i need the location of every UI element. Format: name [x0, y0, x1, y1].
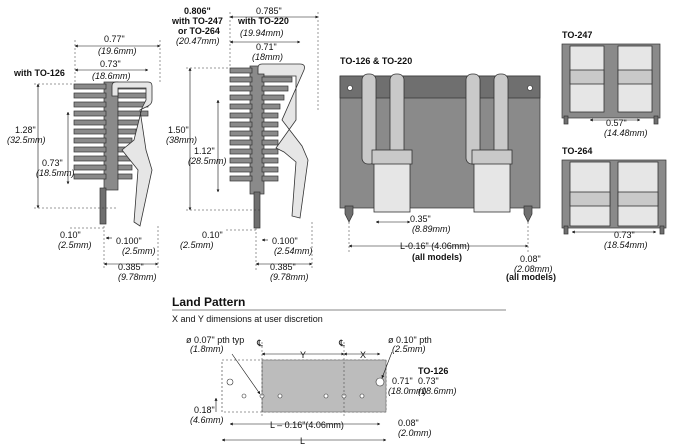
dim-v1-fin: 0.73" [100, 59, 121, 69]
dim-v5-w: 0.73" [614, 230, 635, 240]
lp-018: 0.18" [194, 405, 215, 415]
dim-v3-clip: 0.35" [410, 214, 431, 224]
dim-v4-w-mm: (14.48mm) [604, 128, 648, 138]
v3-all-models-2: (all models) [506, 272, 556, 282]
lp-X: X [360, 350, 366, 360]
dim-v3-pin-mm: (2.08mm) [514, 264, 553, 274]
dim-v2-fin-mm: (18mm) [252, 52, 283, 62]
dim-v2-w2-mm: (19.94mm) [240, 28, 284, 38]
view5-title: TO-264 [562, 146, 592, 156]
dim-v1-width: 0.77" [104, 34, 125, 44]
view3-title: TO-126 & TO-220 [340, 56, 412, 66]
dim-v1-fin-mm: (18.6mm) [92, 71, 131, 81]
dim-v2-w2: 0.785" [256, 6, 282, 16]
lp-hole1: ø 0.07" pth typ [186, 335, 244, 345]
lp-pin-hole-right [375, 377, 385, 387]
dim-v1-depth: 0.385" [118, 262, 144, 272]
dim-v1-height: 1.28" [15, 125, 36, 135]
dim-v2-depth: 0.385" [270, 262, 296, 272]
dim-v1-pin: 0.10" [60, 230, 81, 240]
dim-v2-pin: 0.10" [202, 230, 223, 240]
spring-clip-1 [111, 81, 153, 227]
spring-clip-2 [257, 63, 309, 219]
dim-v1-pin-spacing: 0.100" [116, 236, 142, 246]
dim-v3-pin: 0.08" [520, 254, 541, 264]
dim-v2-pin-spacing: 0.100" [272, 236, 298, 246]
lp-to126: TO-126 [418, 366, 448, 376]
heatsink-spine-1 [103, 81, 119, 191]
dim-v2-fin: 0.71" [256, 42, 277, 52]
dim-v2-pin-mm: (2.5mm) [180, 240, 214, 250]
dim-v2-height-mm: (38mm) [166, 135, 197, 145]
dim-v2-depth-mm: (9.78mm) [270, 272, 309, 282]
view4-title: TO-247 [562, 30, 592, 40]
lp-018-mm: (4.6mm) [190, 415, 224, 425]
front-clip-1 [361, 73, 413, 213]
lp-shaded [261, 359, 387, 413]
dim-v2-body-mm: (28.5mm) [188, 156, 227, 166]
lp-to126-v: 0.73" [418, 376, 439, 386]
front-pin-right [523, 205, 533, 223]
view-to264: TO-264 0.73" (18.54mm) [561, 146, 667, 250]
lp-centerline-2: ℄ [338, 338, 345, 348]
dim-v1-body: 0.73" [42, 158, 63, 168]
lp-to126-mm: (18.6mm) [418, 386, 457, 396]
view-side-to126: with TO-126 [7, 34, 161, 282]
dim-v1-height-mm: (32.5mm) [7, 135, 46, 145]
dim-v3-L: L-0.16" (4.06mm) [400, 241, 470, 251]
view-to247: TO-247 0.57" (14.48mm) [561, 30, 661, 138]
lp-hole2-mm: (2.5mm) [392, 344, 426, 354]
view-front-to126-to220: TO-126 & TO-220 0.35" (8.89mm) L-0.16 [339, 56, 556, 282]
front-clip-2 [465, 73, 513, 213]
land-pattern: Land Pattern X and Y dimensions at user … [172, 295, 506, 446]
dim-v2-w1-note2: or TO-264 [178, 26, 220, 36]
lp-071-mm: (18.0mm) [388, 386, 427, 396]
front-pin-left [344, 205, 354, 223]
lp-L016: L – 0.16"(4.06mm) [270, 420, 344, 430]
lp-hole2: ø 0.10" pth [388, 335, 432, 345]
dim-v1-width-mm: (19.6mm) [98, 46, 137, 56]
dim-v1-pin-spacing-mm: (2.5mm) [122, 246, 156, 256]
lp-071: 0.71" [392, 376, 413, 386]
lp-Y: Y [300, 350, 306, 360]
lp-L: L [300, 436, 305, 446]
lp-008-mm: (2.0mm) [398, 428, 432, 438]
dim-v5-w-mm: (18.54mm) [604, 240, 648, 250]
lp-pin-hole-left [226, 378, 234, 386]
dim-v2-pin-spacing-mm: (2.54mm) [274, 246, 313, 256]
dim-v4-w: 0.57" [606, 118, 627, 128]
dim-v2-w1-note1: with TO-247 [171, 16, 223, 26]
dim-v2-w1-mm: (20.47mm) [176, 36, 220, 46]
view1-title: with TO-126 [13, 68, 65, 78]
lp-hole1-mm: (1.8mm) [190, 344, 224, 354]
v3-all-models: (all models) [412, 252, 462, 262]
land-pattern-title: Land Pattern [172, 295, 245, 309]
mount-hole-right [527, 85, 533, 91]
solder-pin-1 [99, 187, 107, 225]
lp-centerline-1: ℄ [256, 338, 263, 348]
lp-008: 0.08" [398, 418, 419, 428]
dim-v1-pin-mm: (2.5mm) [58, 240, 92, 250]
dim-v2-body: 1.12" [194, 146, 215, 156]
dim-v2-w1: 0.806" [184, 6, 211, 16]
dim-v2-height: 1.50" [168, 125, 189, 135]
dim-v1-body-mm: (18.5mm) [36, 168, 75, 178]
land-pattern-subtitle: X and Y dimensions at user discretion [172, 314, 323, 324]
dim-v2-w2-note: with TO-220 [237, 16, 289, 26]
dim-v1-depth-mm: (9.78mm) [118, 272, 157, 282]
view-side-to247: 0.806" with TO-247 or TO-264 (20.47mm) 0… [166, 6, 319, 282]
dim-v3-clip-mm: (8.89mm) [412, 224, 451, 234]
mount-hole-left [347, 85, 353, 91]
heatsink-spine-2 [249, 65, 265, 195]
